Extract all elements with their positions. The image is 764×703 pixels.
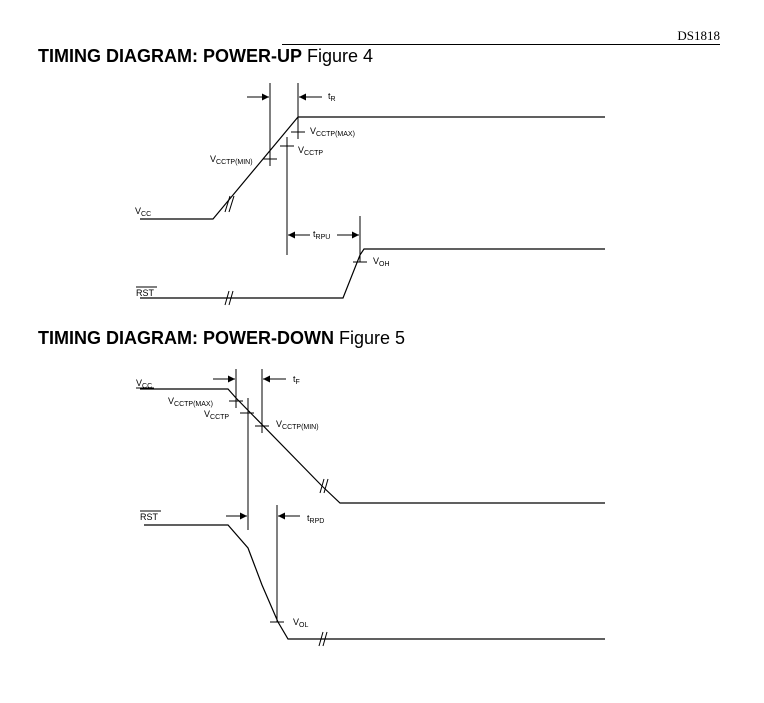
fig5-rst-waveform: [144, 524, 605, 640]
figure-5-title-plain: Figure 5: [338, 328, 406, 348]
fig5-vcctp-min-label: VCCTP(MIN): [276, 419, 319, 431]
figure-4-title-plain: Figure 4: [307, 46, 374, 66]
fig5-vcc-waveform: [140, 388, 605, 504]
figure-5-title: TIMING DIAGRAM: POWER-DOWN Figure 5: [38, 328, 405, 349]
fig4-vcc-label: VCC: [135, 206, 151, 218]
figure-4-title-bold: TIMING DIAGRAM: POWER-UP: [38, 46, 302, 66]
fig5-vcc-label: VCC: [136, 378, 152, 390]
fig4-rst-label: RST: [136, 288, 155, 298]
fig4-tr-label: tR: [328, 91, 336, 103]
fig4-rst-break: [224, 290, 234, 306]
document-code: DS1818: [677, 28, 720, 43]
fig5-vol-label: VOL: [293, 617, 308, 629]
fig4-trpu-label: tRPU: [313, 229, 330, 241]
fig4-vcctp-min-label: VCCTP(MIN): [210, 154, 253, 166]
power-up-diagram: VCC VCCTP(MIN) VCCTP VCCTP(MAX) tR tRPU …: [135, 83, 605, 306]
header-rule: [282, 44, 720, 45]
fig5-vcc-ticks: [229, 394, 269, 433]
figure-4-title: TIMING DIAGRAM: POWER-UP Figure 4: [38, 46, 373, 67]
fig4-voh-label: VOH: [373, 256, 390, 268]
fig4-vcctp-max-label: VCCTP(MAX): [310, 126, 355, 138]
fig4-vcc-waveform: [140, 116, 605, 220]
fig4-vcc-break: [224, 195, 235, 213]
fig5-vcctp-max-label: VCCTP(MAX): [168, 396, 213, 408]
fig5-vcc-break: [319, 478, 329, 494]
fig5-vcctp-label: VCCTP: [204, 409, 229, 421]
fig4-vcctp-label: VCCTP: [298, 145, 323, 157]
power-down-diagram: VCC VCCTP(MAX) VCCTP VCCTP(MIN) tF tRPD …: [136, 369, 605, 647]
figure-5-title-bold: TIMING DIAGRAM: POWER-DOWN: [38, 328, 334, 348]
fig4-rst-waveform: [140, 248, 605, 299]
fig5-tf-label: tF: [293, 374, 300, 386]
fig5-rst-break: [318, 631, 328, 647]
fig5-trpd-label: tRPD: [307, 513, 324, 525]
fig5-rst-label: RST: [140, 512, 159, 522]
